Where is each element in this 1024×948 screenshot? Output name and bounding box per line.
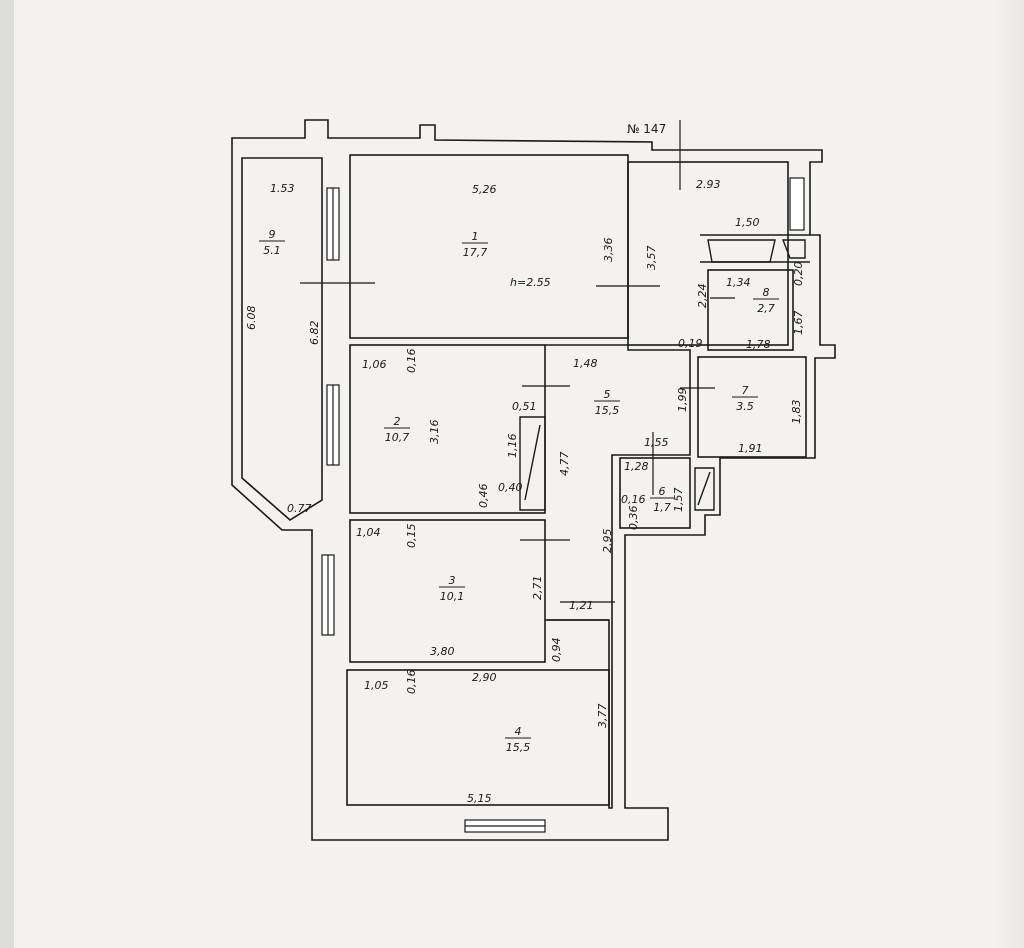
dim-label: 1,28: [624, 460, 649, 473]
room-area-9: 5.1: [263, 244, 281, 257]
room-label-5: 5 15,5: [594, 388, 620, 417]
dim-label: 1,78: [746, 338, 771, 351]
dim-label: 4,77: [558, 452, 571, 477]
dim-label: 2,90: [472, 671, 497, 684]
room-label-4: 4 15,5: [505, 725, 531, 754]
dim-label: 0.77: [287, 502, 312, 515]
room-number-8: 8: [763, 286, 770, 299]
dim-label: 6.08: [245, 306, 258, 331]
dim-label: 2,71: [531, 576, 544, 601]
room-number-1: 1: [472, 230, 479, 243]
dim-label: 1,83: [790, 400, 803, 425]
section-lines: [300, 120, 735, 603]
dim-label: 1,21: [569, 599, 594, 612]
dim-label: 0,46: [477, 484, 490, 509]
room-label-8: 8 2,7: [753, 286, 779, 315]
dim-label: 1,16: [506, 434, 519, 459]
dim-label: 0,94: [550, 638, 563, 663]
dim-label: 3,16: [428, 420, 441, 445]
room-area-1: 17,7: [463, 246, 488, 259]
sheet-number: № 147: [627, 122, 666, 136]
dim-label: 3,57: [645, 246, 658, 271]
dim-label: 0,36: [627, 506, 640, 531]
dim-label: 1,91: [738, 442, 763, 455]
room-area-2: 10,7: [385, 431, 410, 444]
dim-label: 0,16: [405, 349, 418, 374]
room-number-7: 7: [742, 384, 749, 397]
dim-label: 1,48: [573, 357, 598, 370]
dim-label: 1,50: [735, 216, 760, 229]
dim-label: 3,36: [602, 238, 615, 263]
room-label-3: 3 10,1: [439, 574, 465, 603]
dim-label: 0,40: [498, 481, 523, 494]
room-number-6: 6: [659, 485, 666, 498]
room-number-2: 2: [394, 415, 401, 428]
ceiling-height: h=2.55: [510, 276, 551, 289]
room-number-5: 5: [604, 388, 611, 401]
dim-label: 1,05: [364, 679, 389, 692]
dim-label: 1,57: [672, 488, 685, 513]
dim-label: 5,15: [467, 792, 492, 805]
room-area-4: 15,5: [506, 741, 531, 754]
dim-label: 1,34: [726, 276, 751, 289]
dim-label: 0,20: [792, 262, 805, 287]
room-area-5: 15,5: [595, 404, 620, 417]
room-area-3: 10,1: [440, 590, 465, 603]
room-label-1: 1 17,7: [462, 230, 488, 259]
dim-label: 1,55: [644, 436, 669, 449]
dim-label: 1,06: [362, 358, 387, 371]
room-label-9: 9 5.1: [259, 228, 285, 257]
dim-label: 0,16: [621, 493, 646, 506]
dim-label: 0,16: [405, 670, 418, 695]
windows: [321, 177, 805, 833]
room-label-6: 6 1,7: [650, 485, 674, 514]
shafts: [519, 239, 806, 511]
dim-label: 1.53: [270, 182, 295, 195]
room-number-9: 9: [269, 228, 276, 241]
room-area-6: 1,7: [653, 501, 671, 514]
dim-label: 2,95: [601, 529, 614, 554]
room-label-7: 7 3.5: [732, 384, 758, 413]
dim-label: 1,99: [676, 388, 689, 413]
dim-label: 2.93: [696, 178, 721, 191]
room-number-4: 4: [515, 725, 522, 738]
room-number-3: 3: [449, 574, 456, 587]
room-labels: 1 17,7 2 10,7 3 10,1 4 15,5 5 15,5 6 1,7: [259, 228, 779, 754]
dim-label: 1,67: [792, 311, 805, 336]
paper-edge-right: [994, 0, 1024, 948]
room-area-7: 3.5: [736, 400, 754, 413]
dim-label: 0,19: [678, 337, 703, 350]
dim-label: 3,80: [430, 645, 455, 658]
dim-label: 0,15: [405, 524, 418, 549]
dim-label: 0,51: [512, 400, 537, 413]
room-area-8: 2,7: [757, 302, 775, 315]
paper-edge-left: [0, 0, 14, 948]
dimension-labels: 1.53 5,26 2.93 1,50 3,36 3,57 1,34 0,20 …: [245, 178, 805, 805]
dim-label: 3,77: [596, 704, 609, 729]
dim-label: 5,26: [472, 183, 497, 196]
dim-label: 2,24: [696, 284, 709, 309]
room-label-2: 2 10,7: [384, 415, 410, 444]
dim-label: 6.82: [308, 321, 321, 346]
dim-label: 1,04: [356, 526, 381, 539]
